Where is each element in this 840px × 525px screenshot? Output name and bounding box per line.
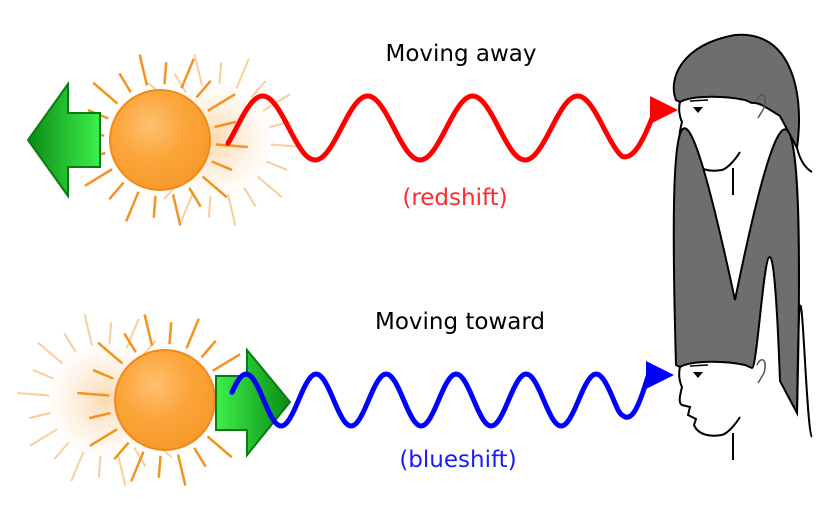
panel-title-away: Moving away (385, 41, 537, 67)
eyebrow (689, 364, 709, 367)
sun-ray (171, 194, 182, 226)
sun-ray (143, 314, 154, 346)
sun-ray (211, 160, 233, 172)
sun-ray (195, 79, 212, 99)
sun-ray (130, 451, 145, 482)
wave-arrowhead (646, 361, 674, 389)
sun-ray (70, 451, 85, 482)
sun-ray (53, 441, 70, 460)
sun-ray (108, 181, 125, 201)
sun-ray (118, 72, 132, 93)
sun-ray (243, 187, 257, 208)
hair (672, 127, 800, 417)
redshift-wave (225, 93, 655, 163)
sun-ray (32, 369, 54, 380)
sun-ray (117, 454, 127, 486)
caption-blueshift: (blueshift) (399, 447, 517, 473)
arrow-right-icon (215, 347, 292, 458)
sun-ray (207, 93, 236, 112)
sun-ray (218, 62, 223, 85)
sun-ray (123, 332, 137, 353)
arrow-left-icon (26, 80, 101, 200)
eyebrow (689, 99, 709, 102)
sun-ray (84, 168, 113, 187)
sun-ray (193, 447, 207, 468)
sun-ray (152, 195, 157, 218)
receding-star-group (26, 54, 303, 226)
eye (693, 107, 703, 113)
panel-title-toward: Moving toward (374, 309, 546, 335)
sun-ray (108, 322, 113, 345)
sun-ray (215, 143, 248, 149)
sun-ray (235, 58, 250, 89)
sun-ray (180, 58, 195, 89)
sun-ray (88, 411, 111, 420)
sun-ray (188, 187, 202, 208)
face-outline (678, 366, 741, 437)
eye (693, 372, 703, 378)
neck (732, 147, 813, 195)
sun-icon (114, 349, 216, 451)
sun-ray (125, 191, 140, 222)
sun-ray (125, 318, 140, 349)
sun-ray (214, 120, 237, 129)
sun-ray (92, 368, 114, 380)
sun-ray (163, 62, 168, 85)
sun-ray (207, 195, 212, 218)
neck (732, 304, 813, 460)
sun-ray (92, 81, 119, 105)
sun-ray (256, 175, 283, 199)
sun-ray (97, 341, 124, 365)
sun-ray (138, 54, 149, 86)
sun-rays (77, 314, 253, 486)
sun-ray (176, 454, 187, 486)
sun-ray (266, 160, 288, 171)
approaching-star-group (17, 314, 292, 486)
sun-icon (109, 89, 211, 191)
sun-ray (63, 332, 77, 353)
sun-ray (185, 318, 200, 349)
hair (672, 33, 800, 152)
sun-ray (180, 191, 195, 222)
sun-ray (168, 322, 173, 345)
sun-ray (157, 455, 162, 478)
blueshift-wave (229, 371, 651, 429)
sun-ray (201, 175, 228, 199)
sun-rays (72, 54, 248, 226)
sun-ray (200, 339, 217, 359)
sun-ray (173, 72, 187, 93)
sun-ray (17, 391, 50, 397)
ear (756, 359, 766, 384)
sun-ray (206, 435, 233, 459)
sun-ray (77, 391, 110, 397)
wave-arrowhead (650, 96, 678, 124)
sun-ray (28, 412, 51, 420)
sun-ray (227, 194, 237, 226)
sun-ray (97, 455, 102, 478)
caption-redshift: (redshift) (402, 185, 508, 211)
sun-ray (89, 428, 118, 447)
sun-ray (83, 314, 93, 346)
sun-ray (193, 54, 203, 86)
sun-ray (113, 441, 130, 461)
observer-head (672, 127, 813, 460)
ear (756, 94, 766, 119)
sun-ray (37, 341, 64, 365)
sun-ray (250, 80, 267, 99)
sun-ray (29, 428, 58, 447)
sun-ray (212, 353, 241, 372)
